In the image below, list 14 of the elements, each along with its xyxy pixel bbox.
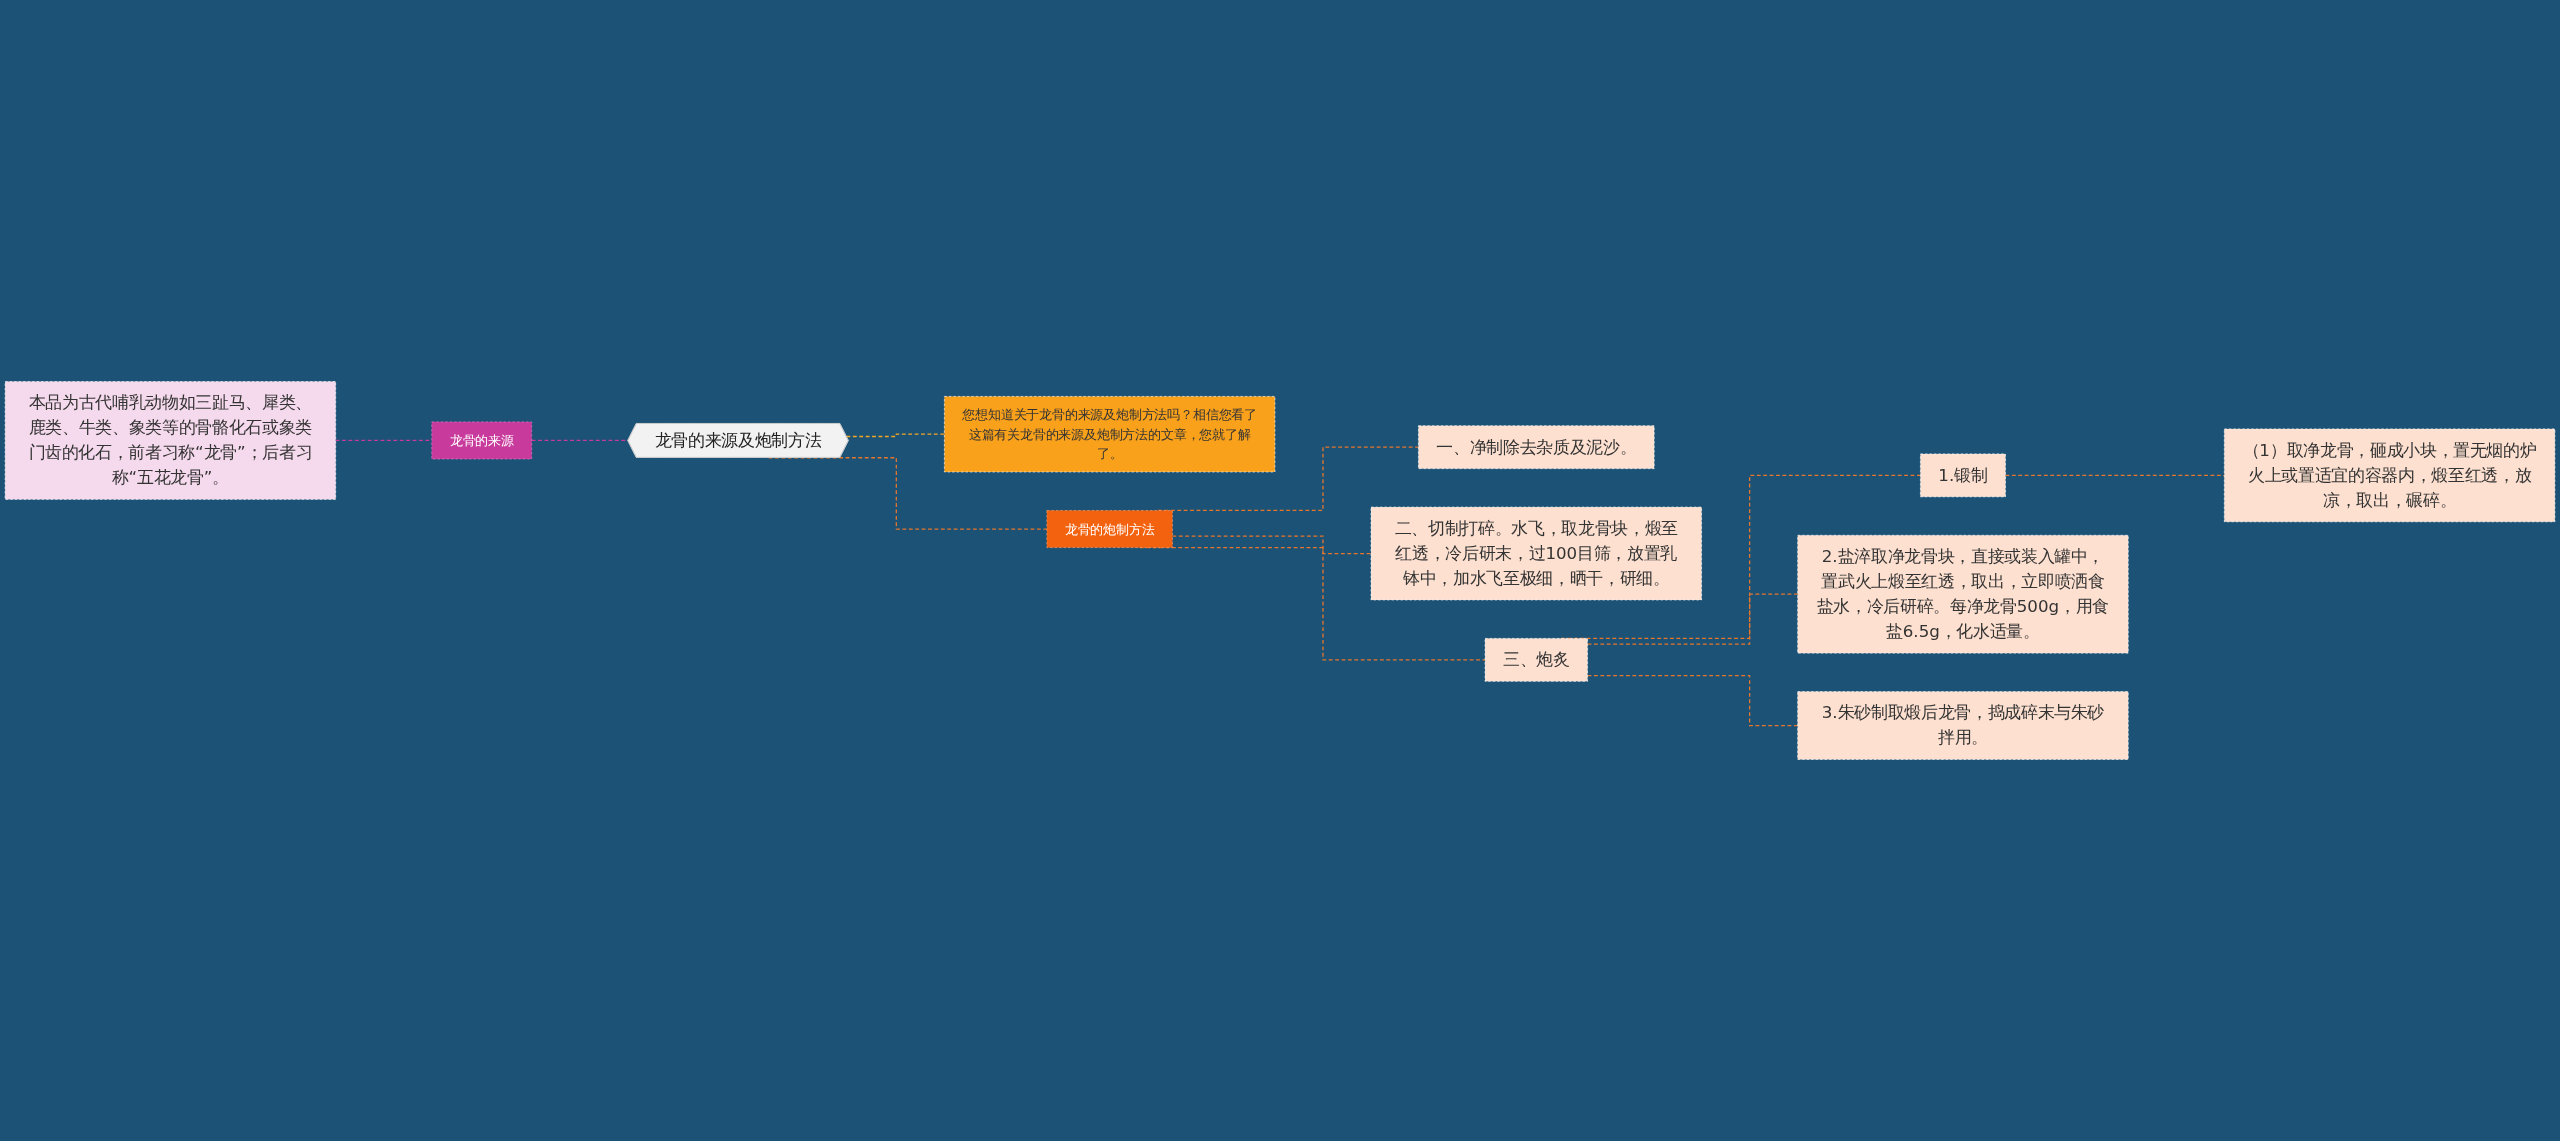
node-box: 本品为古代哺乳动物如三趾马、犀类、鹿类、牛类、象类等的骨骼化石或象类门齿的化石，前者习称“龙骨”；后者习称“五花龙骨”。 — [4, 381, 336, 500]
node-box: 一、净制除去杂质及泥沙。 — [1418, 425, 1655, 469]
connector — [531, 439, 629, 442]
node-box: 龙骨的炮制方法 — [1046, 510, 1173, 548]
node-box: （1）取净龙骨，砸成小块，置无烟的炉火上或置适宜的容器内，煅至红透，放凉，取出，碾碎。 — [2224, 428, 2556, 523]
connector — [1171, 535, 1372, 555]
node-box: 3.朱砂制取煅后龙骨，捣成碎末与朱砂拌用。 — [1797, 691, 2129, 760]
node-box: 龙骨的来源 — [431, 421, 533, 460]
node-box: 二、切制打碎。水飞，取龙骨块，煅至红透，冷后研末，过100目筛，放置乳钵中，加水飞至极细，晒干，研细。 — [1370, 506, 1702, 601]
node-box: 2.盐淬取净龙骨块，直接或装入罐中，置武火上煅至红透，取出，立即喷洒食盐水，冷后研碎。每净龙骨500g，用食盐6.5g，化水适量。 — [1797, 534, 2129, 654]
connector — [335, 439, 433, 442]
node-box: 1.锻制 — [1920, 453, 2006, 498]
node-box: 三、炮炙 — [1484, 638, 1588, 682]
node-box: 您想知道关于龙骨的来源及炮制方法吗？相信您看了这篇有关龙骨的来源及炮制方法的文章，您就了解了。 — [944, 396, 1276, 473]
